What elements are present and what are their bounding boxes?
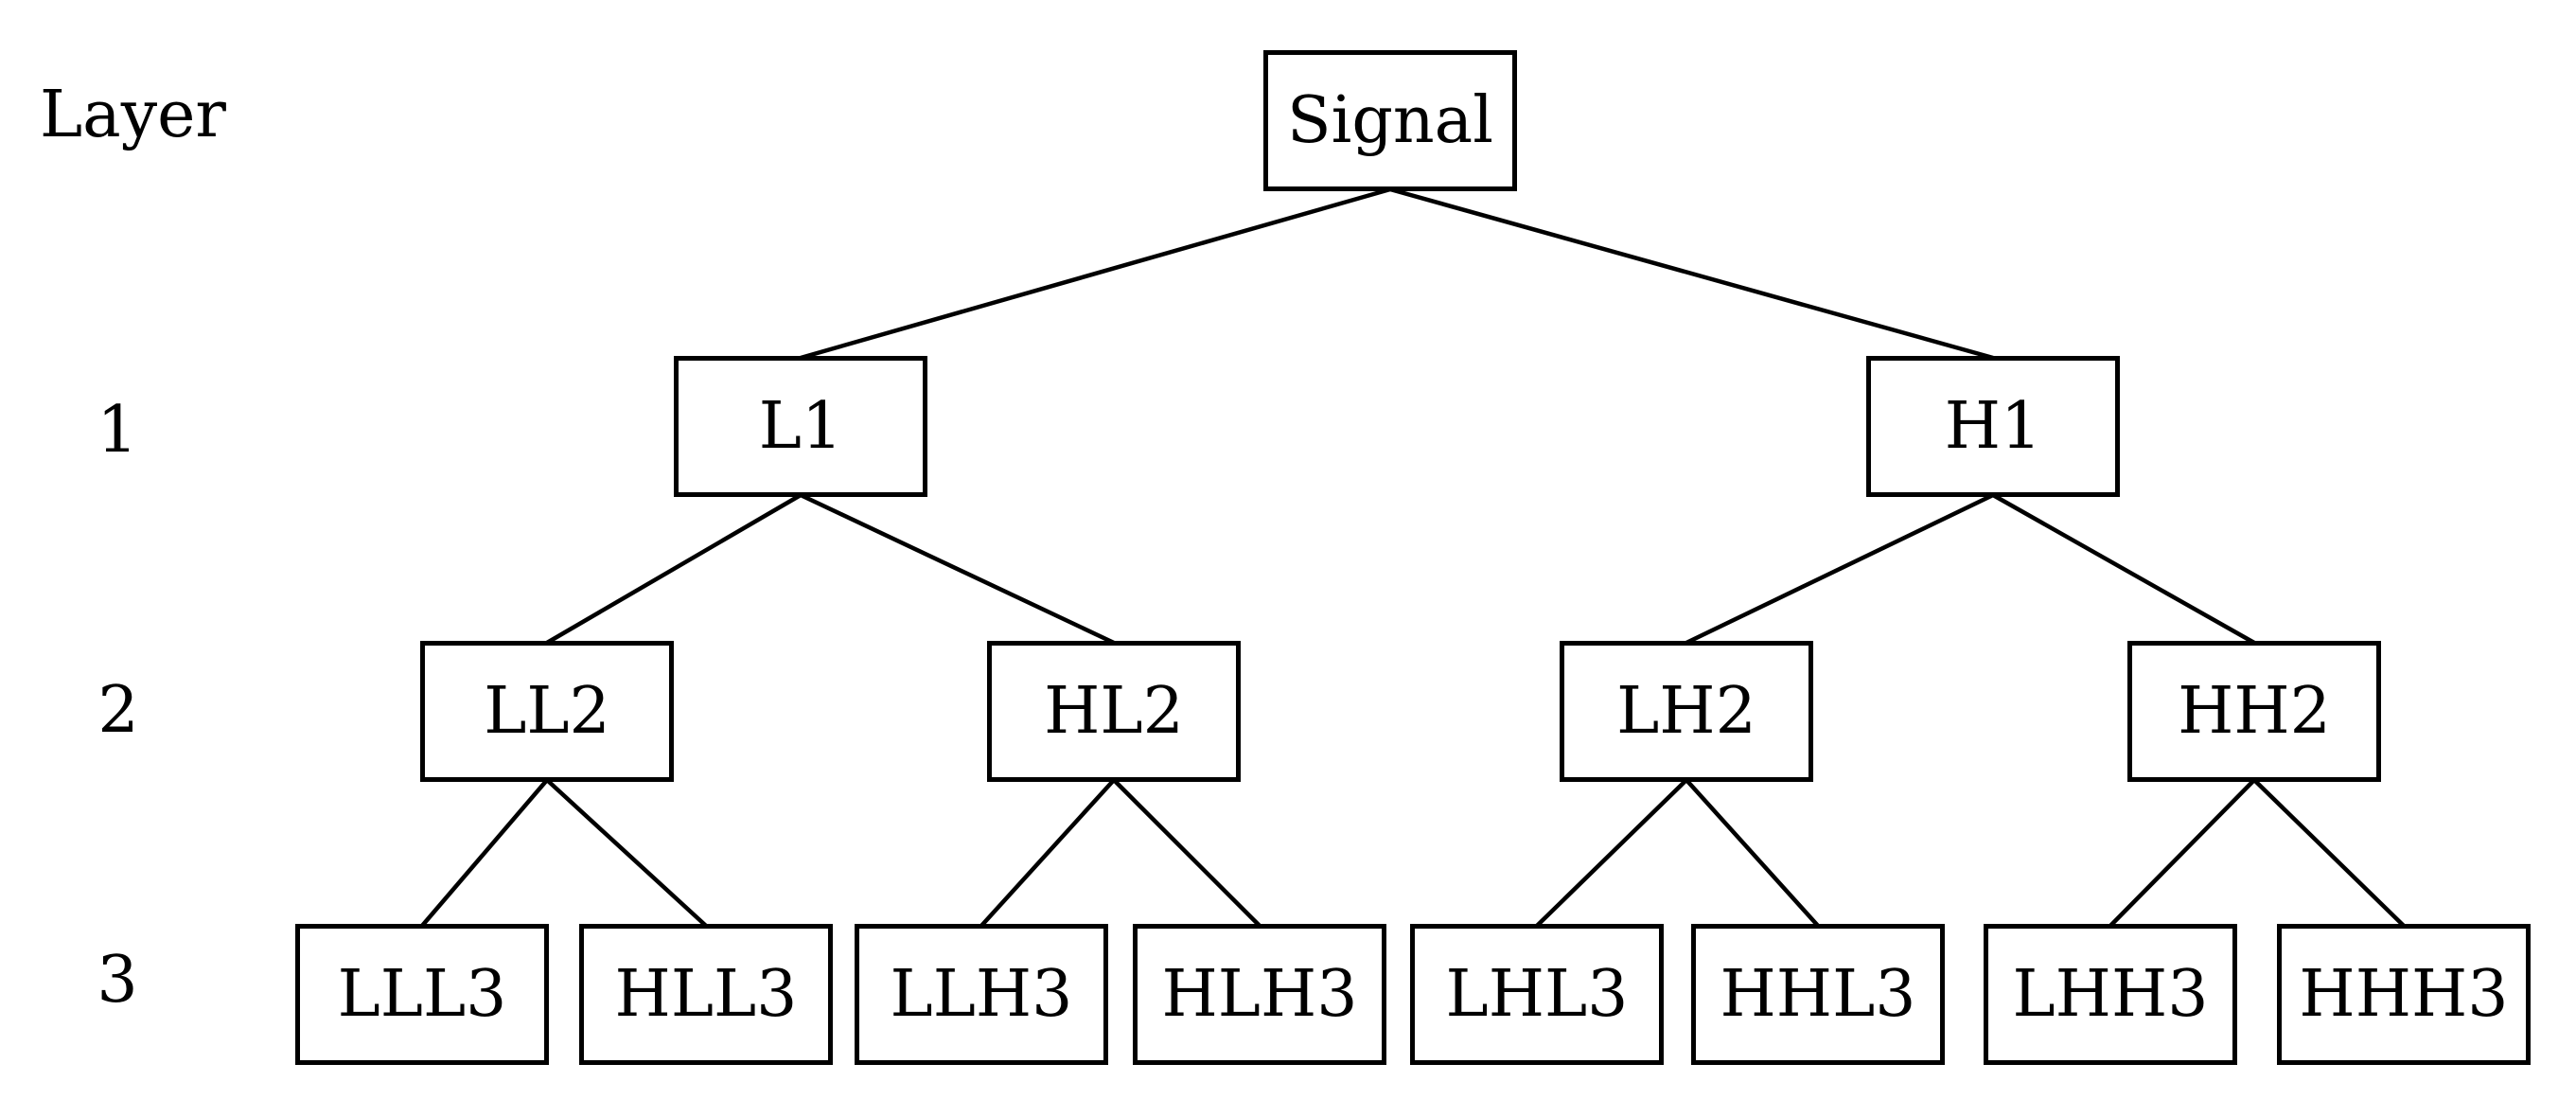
tree-node-lh2: LH2 <box>1560 641 1813 782</box>
edge-signal-l1 <box>800 186 1391 361</box>
edge-signal-h1 <box>1389 186 1994 361</box>
tree-node-hll3: HLL3 <box>579 924 833 1065</box>
tree-node-llh3: LLH3 <box>855 924 1108 1065</box>
tree-node-h1: H1 <box>1866 356 2120 497</box>
tree-node-lhh3: LHH3 <box>1984 924 2237 1065</box>
edge-lh2-lhl3 <box>1535 778 1688 928</box>
edge-hl2-hlh3 <box>1112 778 1262 928</box>
layer-row-label-2: 2 <box>97 673 139 748</box>
edge-h1-hh2 <box>1991 493 2256 645</box>
tree-node-signal: Signal <box>1263 50 1517 191</box>
layer-row-label-3: 3 <box>97 943 138 1018</box>
layer-row-label-1: 1 <box>97 393 138 468</box>
tree-node-hhl3: HHL3 <box>1691 924 1945 1065</box>
tree-node-l1: L1 <box>674 356 927 497</box>
edge-l1-hl2 <box>800 492 1115 646</box>
edge-hh2-hhh3 <box>2252 778 2406 928</box>
edge-hl2-llh3 <box>979 778 1116 928</box>
tree-node-hhh3: HHH3 <box>2277 924 2531 1065</box>
edge-l1-ll2 <box>545 493 803 645</box>
tree-node-hh2: HH2 <box>2127 641 2381 782</box>
layer-axis-header: Layer <box>40 78 226 152</box>
tree-node-lhl3: LHL3 <box>1410 924 1664 1065</box>
edge-lh2-hhl3 <box>1685 778 1820 928</box>
tree-node-hl2: HL2 <box>987 641 1241 782</box>
tree-node-lll3: LLL3 <box>295 924 549 1065</box>
edge-h1-lh2 <box>1685 492 1994 646</box>
tree-node-hlh3: HLH3 <box>1133 924 1386 1065</box>
tree-node-ll2: LL2 <box>420 641 674 782</box>
edge-ll2-lll3 <box>420 778 549 928</box>
edge-hh2-lhh3 <box>2108 778 2256 928</box>
edge-ll2-hll3 <box>545 778 708 928</box>
